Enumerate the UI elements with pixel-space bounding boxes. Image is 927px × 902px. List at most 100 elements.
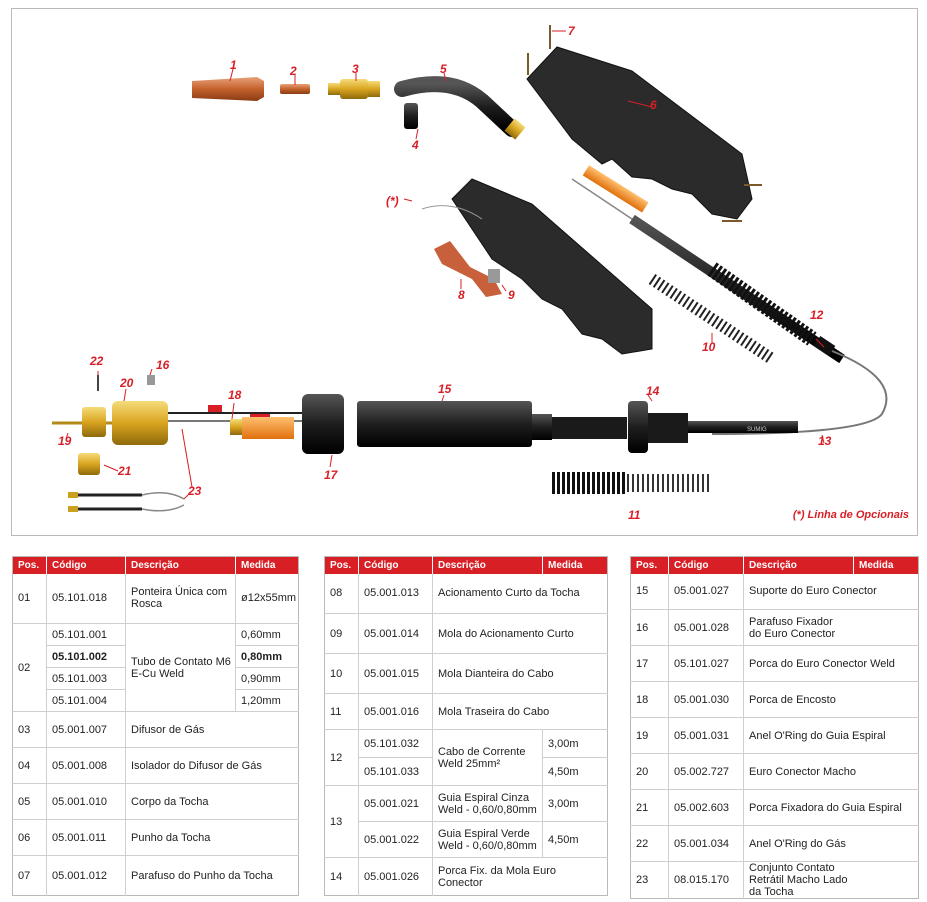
header-codigo: Código (668, 556, 744, 574)
table-cell: Cabo de Corrente Weld 25mm² (432, 729, 543, 786)
table-cell: 14 (324, 857, 359, 896)
table-cell: Mola Dianteira do Cabo (432, 653, 608, 694)
table-row: 06 05.001.011 Punho da Tocha (12, 819, 299, 856)
table-cell: 22 (630, 825, 669, 862)
table-cell: Isolador do Difusor de Gás (125, 747, 299, 784)
header-descricao: Descrição (432, 556, 543, 574)
table-cell: 05.101.002 (46, 645, 126, 668)
header-pos: Pos. (630, 556, 669, 574)
table-cell: Anel O'Ring do Guia Espiral (743, 717, 919, 754)
callout-2: 2 (290, 64, 297, 78)
callout-4: 4 (412, 138, 419, 152)
table-row: 20 05.002.727 Euro Conector Macho (630, 753, 919, 790)
table-cell: 0,90mm (235, 667, 299, 690)
callout-6: 6 (650, 98, 657, 112)
spiral-guide-nut (78, 453, 100, 475)
callout-16: 16 (156, 358, 170, 372)
table-row: 21 05.002.603 Porca Fixadora do Guia Esp… (630, 789, 919, 826)
table-cell: Ponteira Única com Rosca (125, 573, 236, 624)
table-row: 11 05.001.016 Mola Traseira do Cabo (324, 693, 608, 730)
callout-21: 21 (118, 464, 132, 478)
table-row: 12 05.101.032 Cabo de Corrente Weld 25mm… (324, 729, 608, 786)
table-cell: 15 (630, 573, 669, 610)
optional-line-note: (*) Linha de Opcionais (792, 509, 909, 521)
table-cell: Porca do Euro Conector Weld (743, 645, 919, 682)
table-cell: 0,80mm (235, 645, 299, 668)
table-cell: 20 (630, 753, 669, 790)
callout-17: 17 (324, 468, 338, 482)
table-cell: Porca Fixadora do Guia Espiral (743, 789, 919, 826)
table-cell: 03 (12, 711, 47, 748)
header-medida: Medida (235, 556, 299, 574)
table-row: 23 08.015.170 Conjunto Contato Retrátil … (630, 861, 919, 899)
header-codigo: Código (358, 556, 433, 574)
euro-connector-nut (302, 394, 344, 454)
table-cell: Conjunto Contato Retrátil Macho Lado da … (749, 862, 848, 898)
callout-1: 1 (230, 58, 237, 72)
table-row: 07 05.001.012 Parafuso do Punho da Tocha (12, 855, 299, 896)
handle-top (526, 46, 753, 220)
table-cell: 05.001.015 (358, 653, 433, 694)
table-cell: 05.101.032 (358, 729, 433, 758)
table-cell: 05 (12, 783, 47, 820)
callout-22: 22 (90, 354, 104, 368)
table-row: 18 05.001.030 Porca de Encosto (630, 681, 919, 718)
table-row: 05.101.004 1,20mm (13, 689, 299, 712)
diffuser-insulator (404, 103, 418, 129)
callout-18: 18 (228, 388, 242, 402)
torch-illustration: SUMIG (52, 25, 888, 512)
callout-optional: (*) (386, 194, 399, 208)
table-cell: 04 (12, 747, 47, 784)
callout-7: 7 (568, 24, 575, 38)
table-cell: 05.001.034 (668, 825, 744, 862)
callout-15: 15 (438, 382, 452, 396)
header-pos: Pos. (12, 556, 47, 574)
torch-body-neck (394, 76, 520, 137)
callout-23: 23 (188, 484, 202, 498)
table-row: 09 05.001.014 Mola do Acionamento Curto (324, 613, 608, 654)
table-cell: 12 (324, 729, 359, 786)
callout-14: 14 (646, 384, 660, 398)
table-cell: 05.101.018 (46, 573, 126, 624)
callout-19: 19 (58, 434, 72, 448)
table-cell: 05.001.012 (46, 855, 126, 896)
header-medida: Medida (542, 556, 608, 574)
table-cell: Anel O'Ring do Gás (743, 825, 919, 862)
table-cell: Parafuso do Punho da Tocha (131, 869, 273, 882)
table-cell: 05.101.003 (46, 667, 126, 690)
table-cell: 07 (12, 855, 47, 896)
euro-connector (82, 407, 106, 437)
table-cell: 05.001.030 (668, 681, 744, 718)
table-cell: 02 (12, 623, 47, 712)
table-cell: 08 (324, 573, 359, 614)
table-cell: Tubo de Contato M6 E-Cu Weld (125, 623, 236, 712)
parts-table-2: Pos. Código Descrição Medida 08 05.001.0… (324, 556, 608, 896)
front-cable-spring (648, 274, 776, 364)
table-row: 04 05.001.008 Isolador do Difusor de Gás (12, 747, 299, 784)
nozzle (192, 77, 264, 101)
table-row: 19 05.001.031 Anel O'Ring do Guia Espira… (630, 717, 919, 754)
table-cell: Mola do Acionamento Curto (432, 613, 608, 654)
handle-bottom (451, 178, 653, 355)
table-cell: Euro Conector Macho (743, 753, 919, 790)
table-cell: 10 (324, 653, 359, 694)
table-cell: 23 (630, 861, 669, 899)
gas-diffuser (328, 83, 340, 95)
table-row: 05.101.003 0,90mm (13, 667, 299, 690)
table-row: 08 05.001.013 Acionamento Curto da Tocha (324, 573, 608, 614)
header-codigo: Código (46, 556, 126, 574)
table-cell: 05.101.027 (668, 645, 744, 682)
table-cell: 05.001.007 (46, 711, 126, 748)
table-row: 14 05.001.026 Porca Fix. da Mola Euro Co… (324, 857, 608, 896)
table-cell: Difusor de Gás (125, 711, 299, 748)
table-cell: Guia Espiral Cinza Weld - 0,60/0,80mm (432, 785, 543, 822)
table-cell: 3,00m (542, 729, 608, 758)
spring-fixing-nut (628, 401, 648, 453)
table-row: 02 05.101.001 Tubo de Contato M6 E-Cu We… (12, 623, 299, 712)
table-cell: 05.101.033 (358, 757, 433, 786)
table-row: 15 05.001.027 Suporte do Euro Conector (630, 573, 919, 610)
callout-3: 3 (352, 62, 359, 76)
table-cell: 19 (630, 717, 669, 754)
table-row: 03 05.001.007 Difusor de Gás (12, 711, 299, 748)
table-row: 05.101.033 4,50m (325, 757, 608, 786)
